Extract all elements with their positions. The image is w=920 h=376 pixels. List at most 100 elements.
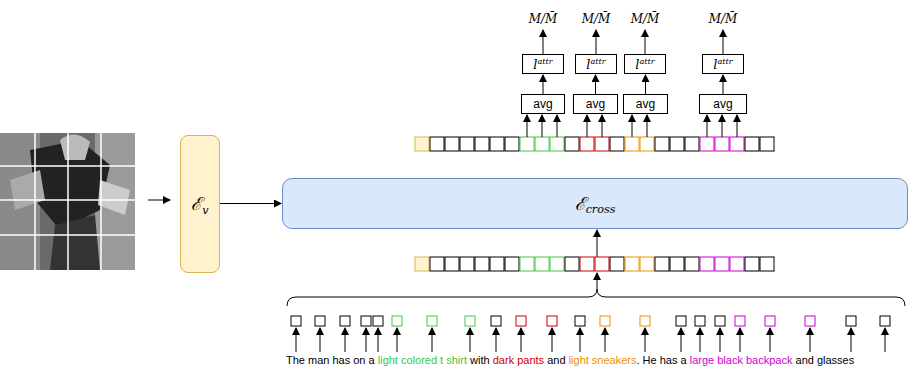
token-square xyxy=(640,137,654,151)
word-token xyxy=(676,316,686,326)
token-square xyxy=(715,257,729,271)
word-token xyxy=(340,316,350,326)
token-square xyxy=(460,137,474,151)
classifier-box: lattr xyxy=(702,54,744,74)
word-arrow xyxy=(700,328,701,352)
word-arrow xyxy=(296,328,297,352)
node-text: lattr xyxy=(533,57,552,72)
token-square xyxy=(700,257,714,271)
word-arrow xyxy=(885,328,886,352)
caption-sentence: The man has on alight colored t shirtwit… xyxy=(286,354,854,366)
word-arrow xyxy=(397,328,398,352)
output-arrow xyxy=(723,30,724,54)
word-token xyxy=(735,316,745,326)
node-index: v xyxy=(202,204,208,217)
brace-arrow xyxy=(597,273,598,289)
node-text: ℰv xyxy=(191,191,208,217)
sentence-part: large black backpack xyxy=(690,354,793,366)
encoder-box: ℰcross xyxy=(282,178,908,229)
node-label: avg xyxy=(713,97,732,111)
node-label: avg xyxy=(533,97,552,111)
connector-arrow xyxy=(595,75,596,94)
word-token xyxy=(465,316,475,326)
token-square xyxy=(745,137,759,151)
word-token xyxy=(291,316,301,326)
output-label: M/M̄ xyxy=(709,12,738,26)
brace xyxy=(287,289,905,306)
word-arrow xyxy=(645,328,646,352)
token-square xyxy=(565,257,579,271)
word-arrow xyxy=(496,328,497,352)
token-square xyxy=(475,137,489,151)
token-square xyxy=(520,137,534,151)
pool-arrow xyxy=(587,115,588,137)
node-index: attr xyxy=(718,57,733,66)
word-arrow xyxy=(770,328,771,352)
word-arrow xyxy=(345,328,346,352)
word-arrow xyxy=(366,328,367,352)
pool-arrow xyxy=(557,115,558,137)
word-token xyxy=(427,316,437,326)
token-square xyxy=(685,257,699,271)
node-index: attr xyxy=(538,57,553,66)
token-square xyxy=(730,257,744,271)
node-text: avg xyxy=(713,97,732,111)
word-token xyxy=(392,316,402,326)
pool-arrow xyxy=(542,115,543,137)
token-square xyxy=(715,137,729,151)
output-label: M/M̄ xyxy=(631,12,660,26)
node-label: avg xyxy=(586,97,605,111)
word-token xyxy=(516,316,526,326)
pool-arrow xyxy=(602,115,603,137)
image-arrow xyxy=(148,200,170,201)
word-token xyxy=(846,316,856,326)
token-square xyxy=(415,137,429,151)
sentence-part: dark pants xyxy=(493,354,544,366)
node-label: l xyxy=(533,57,537,72)
word-token xyxy=(600,316,610,326)
connector-arrow xyxy=(723,75,724,94)
node-label: l xyxy=(635,57,639,72)
node-text: lattr xyxy=(635,57,654,72)
avg-box: avg xyxy=(521,94,565,114)
token-square xyxy=(490,137,504,151)
token-square xyxy=(490,257,504,271)
node-label: ℰ xyxy=(575,193,586,214)
word-token xyxy=(805,316,815,326)
token-square xyxy=(445,257,459,271)
token-square xyxy=(745,257,759,271)
token-square xyxy=(580,257,594,271)
token-square xyxy=(430,137,444,151)
sentence-part: . He has a xyxy=(637,354,687,366)
sentence-part: light sneakers xyxy=(569,354,637,366)
output-arrow xyxy=(645,30,646,54)
token-square xyxy=(610,257,624,271)
word-arrow xyxy=(552,328,553,352)
word-token xyxy=(547,316,557,326)
token-square xyxy=(475,257,489,271)
sentence-part: and xyxy=(547,354,565,366)
pool-arrow xyxy=(527,115,528,137)
token-square xyxy=(685,137,699,151)
encoder-box: ℰv xyxy=(180,135,220,273)
sentence-part: and glasses xyxy=(796,354,855,366)
word-token xyxy=(361,316,371,326)
token-square xyxy=(700,137,714,151)
node-text: avg xyxy=(586,97,605,111)
pool-arrow xyxy=(737,115,738,137)
connector-arrow xyxy=(220,203,281,204)
token-square xyxy=(610,137,624,151)
token-square xyxy=(625,137,639,151)
token-square xyxy=(535,137,549,151)
token-square xyxy=(550,137,564,151)
pool-arrow xyxy=(647,115,648,137)
word-arrow xyxy=(810,328,811,352)
word-arrow xyxy=(378,328,379,352)
sentence-part: light colored t shirt xyxy=(378,354,467,366)
token-square xyxy=(655,257,669,271)
word-arrow xyxy=(580,328,581,352)
word-arrow xyxy=(720,328,721,352)
word-arrow xyxy=(432,328,433,352)
avg-box: avg xyxy=(623,94,668,114)
token-square xyxy=(670,257,684,271)
